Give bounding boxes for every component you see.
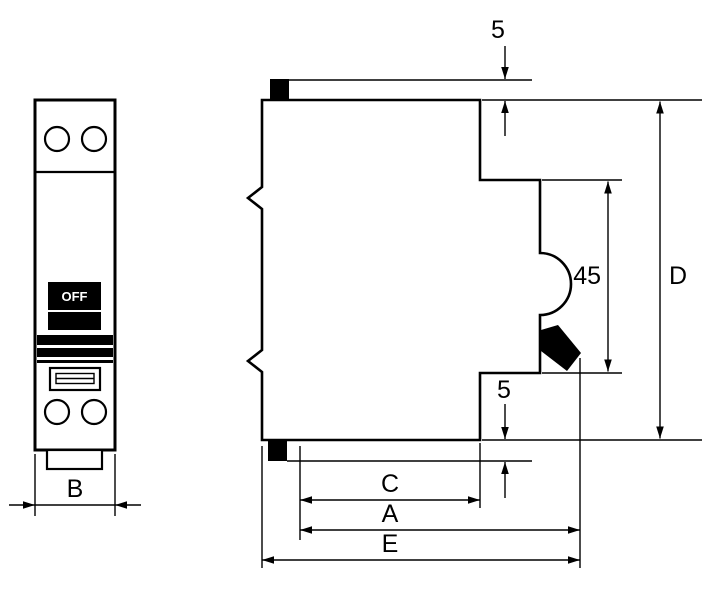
front-stripe-1 [37, 335, 113, 345]
din-claw-bottom [268, 440, 287, 461]
din-rail-latch [541, 325, 581, 371]
front-view: OFF B [9, 98, 141, 516]
terminal-screw-top-left [43, 125, 71, 153]
toggle-slot [48, 312, 101, 330]
terminal-screw-bottom-right [80, 398, 108, 426]
dimension-d: D [656, 101, 687, 439]
dimension-45: 45 [542, 179, 622, 374]
dim-label-e: E [382, 530, 399, 558]
dim-label-5-top: 5 [491, 16, 505, 44]
dim-label-5-bottom: 5 [497, 376, 511, 404]
din-claw-top [270, 79, 289, 100]
dimension-5-bottom: 5 [287, 376, 702, 498]
breaker-side-profile [245, 98, 573, 442]
toggle-switch [48, 282, 101, 310]
dim-label-d: D [669, 262, 687, 290]
breaker-body-front [33, 98, 117, 452]
dimension-e: E [261, 446, 580, 568]
dim-label-a: A [382, 500, 399, 528]
dimension-b: B [9, 454, 141, 516]
front-stripe-3 [37, 360, 113, 363]
dim-label-45: 45 [573, 262, 601, 290]
bottom-clip [45, 448, 104, 471]
terminal-screw-bottom-left [43, 398, 71, 426]
dim-label-c: C [381, 470, 399, 498]
dim-label-b: B [67, 475, 84, 503]
front-stripe-2 [37, 348, 113, 357]
dimension-5-top: 5 [289, 16, 702, 136]
terminal-screw-top-right [80, 125, 108, 153]
dimension-c: C [299, 443, 481, 540]
dimension-a: A [300, 358, 581, 568]
toggle-label: OFF [62, 289, 88, 304]
side-view: 5 5 45 D [245, 16, 702, 568]
